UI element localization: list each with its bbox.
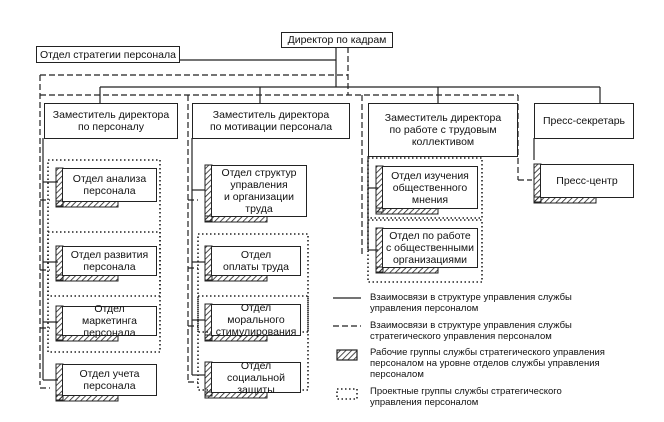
text-line: Заместитель директора [384,112,502,124]
text-line: Отдел учета [79,368,140,380]
text-line: персоналом на уровне отделов службы упра… [370,358,600,369]
text-line: управления персоналом [370,303,479,314]
text-line: Отдел [240,249,272,261]
text-line: по работе с трудовым [389,124,497,136]
text-line: персоналом [370,369,424,380]
text-line: Заместитель директора [212,109,330,121]
text-line: оплаты труда [223,261,289,273]
text-line: труда [245,203,273,215]
text-line: Отдел изучения [391,169,469,182]
text-line: Пресс-секретарь [542,115,626,127]
text-line: мнения [411,193,449,206]
text-line: персонала [83,261,136,273]
text-line: Отдел анализа [72,173,147,185]
text-line: организациями [392,254,468,266]
text-line: общественного [392,181,468,194]
strategy-dept-box: Отдел стратегии персонала [36,46,180,63]
text-line: персонала [83,380,136,392]
text-line: Взаимосвязи в структуре управления служб… [370,320,572,331]
text-line: Отдел по работе [389,230,471,242]
text-line: Отдел структур [221,167,297,179]
text-line: с общественными [386,242,474,254]
text-line: Рабочие группы службы стратегического уп… [370,347,605,358]
text-line: Отдел социальной [226,359,286,384]
press-secretary-box: Пресс-секретарь [534,103,634,139]
text-line: Отдел развития [70,249,149,261]
text-line: Пресс-центр [556,175,618,187]
text-line: по мотивации персонала [209,121,333,133]
text-line: Проектные группы службы стратегического [370,386,562,397]
text-line: Заместитель директора [52,109,170,121]
legend-dashed-lines: Взаимосвязи в структуре управления служб… [370,320,572,342]
text-line: Взаимосвязи в структуре управления служб… [370,292,572,303]
text-line: защиты [237,383,275,396]
legend-solid-lines: Взаимосвязи в структуре управления служб… [370,292,572,314]
director-box: Директор по кадрам [281,32,393,48]
text-line: и организации [224,191,294,203]
text-line: Отдел морального [227,302,285,326]
legend-working-groups: Рабочие группы службы стратегического уп… [370,347,605,380]
text-line: Отдел маркетинга [81,303,137,327]
text-line: стимулирования [215,326,297,338]
text-line: персонала [83,185,136,197]
text-line: коллективом [411,136,475,148]
text-line: по персоналу [77,121,145,133]
press-center-box: Пресс-центр [540,164,634,198]
text-line: персонала [83,327,136,339]
text-line: стратегического управления персоналом [370,331,552,342]
text-line: управления [230,179,288,191]
text-line: управления персоналом [370,397,479,408]
